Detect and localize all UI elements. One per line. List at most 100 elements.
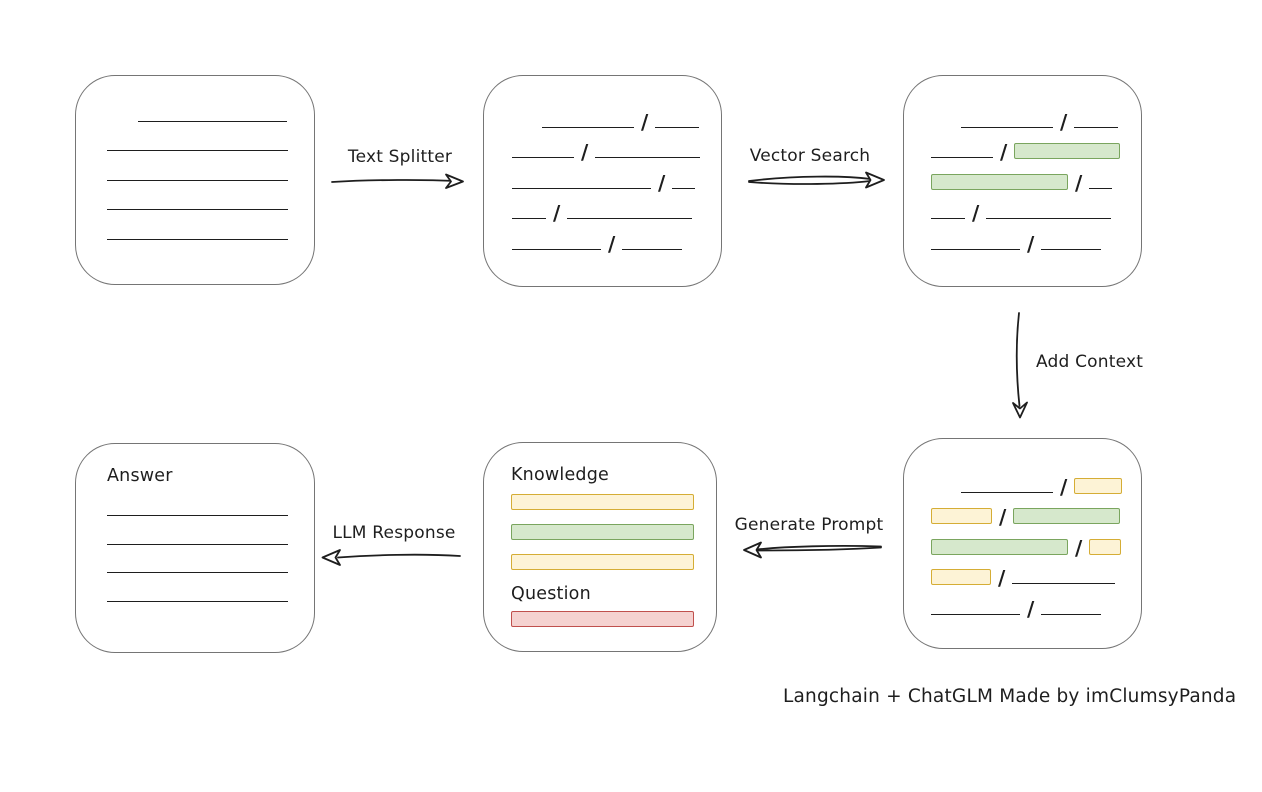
chunk-row: / — [512, 98, 721, 134]
llm-response-arrow — [321, 549, 461, 566]
arrow-head — [445, 173, 464, 189]
generate-prompt-label: Generate Prompt — [734, 515, 884, 535]
arrow-line — [337, 553, 461, 559]
text-line — [931, 218, 965, 220]
text-splitter-label: Text Splitter — [347, 147, 453, 167]
red-highlight-bar — [511, 611, 694, 627]
text-line — [655, 126, 700, 128]
text-line — [1074, 126, 1119, 128]
slash-separator: / — [1027, 231, 1035, 256]
arrow-head — [321, 549, 341, 566]
text-line — [961, 126, 1053, 128]
text-line — [107, 150, 288, 152]
answer-text-lines — [107, 515, 314, 602]
yellow-highlight-bar — [511, 494, 694, 510]
text-line — [595, 157, 701, 159]
source-document-node — [75, 75, 315, 285]
slash-separator: / — [608, 231, 616, 256]
yellow-highlight — [1089, 538, 1122, 555]
text-line — [512, 157, 574, 159]
green-highlight — [931, 173, 1068, 190]
green-highlight — [1014, 143, 1121, 160]
yellow-highlight — [1074, 477, 1123, 494]
text-line — [1089, 187, 1113, 189]
arrow-line — [748, 180, 871, 185]
text-line — [542, 126, 634, 128]
text-line — [107, 209, 288, 211]
slash-separator: / — [972, 201, 980, 226]
green-highlight-bar — [511, 524, 694, 540]
context-chunks-node: / / / / / — [903, 438, 1142, 649]
arrow-head — [1012, 401, 1028, 419]
chunk-row: / — [931, 190, 1141, 226]
chunk-row: / — [931, 524, 1141, 560]
text-line — [622, 248, 683, 250]
text-line — [107, 572, 288, 574]
chunk-row: / — [931, 98, 1141, 134]
arrow-line — [756, 546, 882, 552]
document-text-lines — [107, 121, 314, 240]
arrow-line — [331, 179, 457, 183]
knowledge-label: Knowledge — [511, 465, 609, 485]
arrow-head — [743, 541, 762, 559]
chunk-rows: ///// — [512, 98, 721, 256]
slash-separator: / — [999, 505, 1007, 530]
chunk-row: / — [931, 494, 1141, 530]
text-line — [931, 157, 993, 159]
slash-separator: / — [581, 140, 589, 165]
slash-separator: / — [658, 170, 666, 195]
llm-response-label: LLM Response — [332, 523, 456, 543]
text-line — [1041, 248, 1102, 250]
slash-separator: / — [1075, 170, 1083, 195]
slash-separator: / — [1060, 109, 1068, 134]
slash-separator: / — [641, 109, 649, 134]
retrieved-rows: ///// — [931, 98, 1141, 256]
text-line — [512, 187, 651, 189]
chunk-row: / — [512, 190, 721, 223]
chunk-row: / — [931, 463, 1141, 499]
text-line — [512, 248, 601, 250]
text-splitter-arrow — [331, 173, 464, 189]
slash-separator: / — [1060, 474, 1068, 499]
prompt-node: Knowledge Question — [483, 442, 717, 652]
text-line — [138, 121, 287, 122]
text-line — [512, 218, 546, 220]
arrow-line — [748, 175, 871, 182]
text-line — [961, 491, 1053, 493]
add-context-label: Add Context — [1036, 352, 1144, 372]
green-highlight — [931, 538, 1068, 555]
text-line — [931, 248, 1020, 250]
retrieved-chunks-node: ///// — [903, 75, 1142, 287]
text-line — [1041, 613, 1102, 615]
chunk-row: / — [931, 585, 1141, 621]
credit-caption: Langchain + ChatGLM Made by imClumsyPand… — [783, 686, 1237, 707]
add-context-arrow — [1012, 312, 1028, 419]
question-label: Question — [511, 584, 591, 604]
yellow-highlight — [931, 569, 991, 586]
arrow-line — [756, 545, 882, 551]
text-line — [567, 218, 693, 220]
green-highlight — [1013, 508, 1121, 525]
arrow-line — [1015, 312, 1021, 407]
chunk-row: / — [512, 220, 721, 256]
text-line — [107, 515, 288, 516]
slash-separator: / — [1075, 535, 1083, 560]
text-line — [672, 187, 696, 189]
text-line — [986, 218, 1112, 220]
arrow-head — [865, 171, 885, 189]
vector-search-label: Vector Search — [749, 146, 871, 166]
slash-separator: / — [998, 566, 1006, 591]
text-line — [107, 238, 288, 240]
yellow-highlight — [931, 508, 992, 525]
slash-separator: / — [1027, 596, 1035, 621]
split-chunks-node: ///// — [483, 75, 722, 287]
chunk-row: / — [512, 159, 721, 195]
yellow-highlight-bar — [511, 554, 694, 570]
context-rows: / / / / / — [931, 463, 1141, 621]
text-line — [107, 543, 288, 545]
answer-node: Answer — [75, 443, 315, 653]
chunk-row: / — [931, 220, 1141, 256]
text-line — [107, 600, 288, 602]
knowledge-bars — [511, 494, 716, 570]
